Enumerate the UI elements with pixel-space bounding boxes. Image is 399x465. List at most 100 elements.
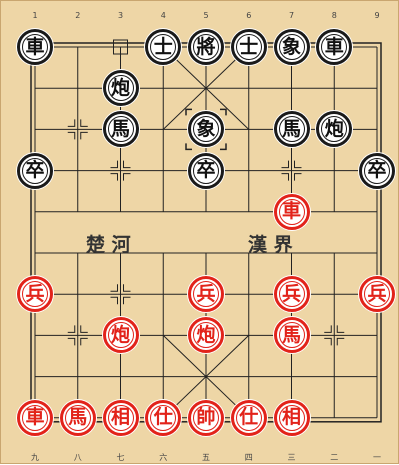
position-marker xyxy=(111,174,118,181)
position-marker xyxy=(282,174,289,181)
red-piece[interactable]: 兵 xyxy=(188,276,224,312)
piece-glyph: 象 xyxy=(196,120,215,139)
red-piece[interactable]: 馬 xyxy=(60,400,96,436)
file-label-bottom: 七 xyxy=(114,452,128,463)
position-marker xyxy=(81,325,88,332)
position-marker xyxy=(81,119,88,126)
position-marker xyxy=(111,284,118,291)
red-piece[interactable]: 仕 xyxy=(145,400,181,436)
position-marker xyxy=(68,132,75,139)
red-piece[interactable]: 兵 xyxy=(274,276,310,312)
file-label-bottom: 九 xyxy=(28,452,42,463)
piece-glyph: 車 xyxy=(325,38,344,57)
file-label-bottom: 一 xyxy=(370,452,384,463)
black-piece[interactable]: 卒 xyxy=(17,153,53,189)
piece-glyph: 仕 xyxy=(154,408,173,427)
black-piece[interactable]: 馬 xyxy=(274,111,310,147)
file-label-top: 7 xyxy=(285,11,299,20)
red-piece[interactable]: 相 xyxy=(103,400,139,436)
piece-glyph: 炮 xyxy=(196,326,215,345)
file-label-bottom: 五 xyxy=(199,452,213,463)
black-piece[interactable]: 車 xyxy=(316,29,352,65)
position-marker xyxy=(111,297,118,304)
last-move-to-marker xyxy=(186,109,192,115)
black-piece[interactable]: 象 xyxy=(274,29,310,65)
red-piece[interactable]: 帥 xyxy=(188,400,224,436)
file-label-bottom: 二 xyxy=(327,452,341,463)
file-label-bottom: 八 xyxy=(71,452,85,463)
piece-glyph: 馬 xyxy=(68,408,87,427)
last-move-to-marker xyxy=(220,109,226,115)
file-label-top: 2 xyxy=(71,11,85,20)
position-marker xyxy=(124,174,131,181)
position-marker xyxy=(282,161,289,168)
position-marker xyxy=(295,161,302,168)
file-label-top: 9 xyxy=(370,11,384,20)
piece-glyph: 兵 xyxy=(282,285,301,304)
piece-glyph: 卒 xyxy=(367,161,386,180)
position-marker xyxy=(324,338,331,345)
file-label-top: 3 xyxy=(114,11,128,20)
river-label-right: 漢 界 xyxy=(248,230,293,257)
piece-glyph: 帥 xyxy=(196,408,215,427)
position-marker xyxy=(337,325,344,332)
position-marker xyxy=(124,161,131,168)
piece-glyph: 相 xyxy=(111,408,130,427)
black-piece[interactable]: 馬 xyxy=(103,111,139,147)
red-piece[interactable]: 馬 xyxy=(274,317,310,353)
position-marker xyxy=(324,325,331,332)
piece-glyph: 炮 xyxy=(325,120,344,139)
piece-glyph: 車 xyxy=(282,202,301,221)
red-piece[interactable]: 炮 xyxy=(103,317,139,353)
piece-glyph: 卒 xyxy=(25,161,44,180)
position-marker xyxy=(111,161,118,168)
last-move-to-marker xyxy=(186,143,192,149)
red-piece[interactable]: 仕 xyxy=(231,400,267,436)
piece-glyph: 炮 xyxy=(111,79,130,98)
black-piece[interactable]: 炮 xyxy=(103,70,139,106)
piece-glyph: 仕 xyxy=(239,408,258,427)
piece-glyph: 馬 xyxy=(111,120,130,139)
red-piece[interactable]: 兵 xyxy=(17,276,53,312)
piece-glyph: 士 xyxy=(154,38,173,57)
piece-glyph: 車 xyxy=(25,408,44,427)
black-piece[interactable]: 卒 xyxy=(188,153,224,189)
black-piece[interactable]: 士 xyxy=(231,29,267,65)
file-label-top: 4 xyxy=(156,11,170,20)
piece-glyph: 士 xyxy=(239,38,258,57)
black-piece[interactable]: 士 xyxy=(145,29,181,65)
piece-glyph: 象 xyxy=(282,38,301,57)
black-piece[interactable]: 車 xyxy=(17,29,53,65)
piece-glyph: 馬 xyxy=(282,326,301,345)
piece-glyph: 將 xyxy=(196,38,215,57)
black-piece[interactable]: 卒 xyxy=(359,153,395,189)
red-piece[interactable]: 相 xyxy=(274,400,310,436)
black-piece[interactable]: 將 xyxy=(188,29,224,65)
red-piece[interactable]: 車 xyxy=(17,400,53,436)
position-marker xyxy=(68,119,75,126)
file-label-top: 1 xyxy=(28,11,42,20)
file-label-top: 8 xyxy=(327,11,341,20)
red-piece[interactable]: 車 xyxy=(274,194,310,230)
position-marker xyxy=(68,338,75,345)
position-marker xyxy=(124,284,131,291)
piece-glyph: 卒 xyxy=(196,161,215,180)
position-marker xyxy=(81,132,88,139)
file-label-bottom: 四 xyxy=(242,452,256,463)
piece-glyph: 兵 xyxy=(367,285,386,304)
river-label-left: 楚 河 xyxy=(86,230,131,257)
piece-glyph: 兵 xyxy=(196,285,215,304)
piece-glyph: 相 xyxy=(282,408,301,427)
position-marker xyxy=(337,338,344,345)
file-label-bottom: 三 xyxy=(285,452,299,463)
piece-glyph: 兵 xyxy=(25,285,44,304)
red-piece[interactable]: 兵 xyxy=(359,276,395,312)
piece-glyph: 炮 xyxy=(111,326,130,345)
file-label-top: 6 xyxy=(242,11,256,20)
piece-glyph: 馬 xyxy=(282,120,301,139)
position-marker xyxy=(81,338,88,345)
last-move-to-marker xyxy=(220,143,226,149)
position-marker xyxy=(124,297,131,304)
position-marker xyxy=(295,174,302,181)
